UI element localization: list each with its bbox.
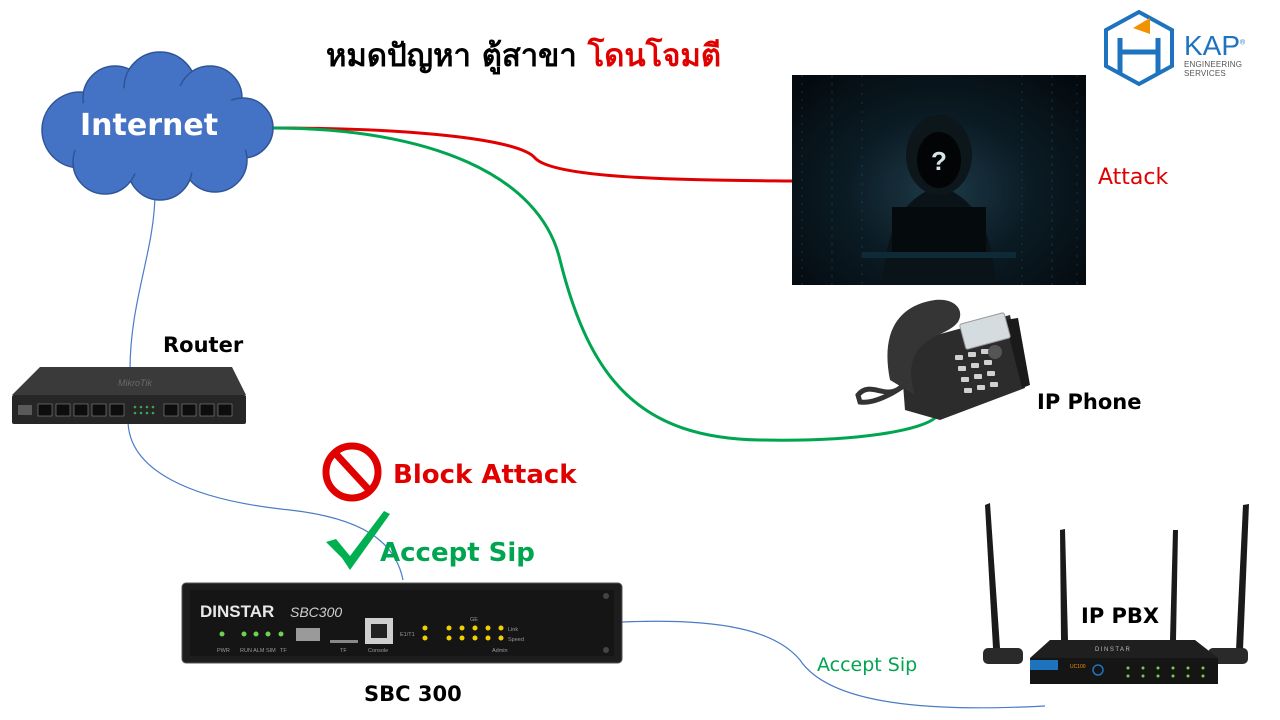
svg-text:Admin: Admin: [492, 648, 508, 654]
svg-text:?: ?: [931, 146, 947, 176]
sbc-label: SBC 300: [364, 682, 462, 706]
internet-cloud: [41, 51, 274, 201]
svg-text:SBC300: SBC300: [290, 604, 342, 620]
kap-logo-text: KAP®: [1184, 30, 1245, 62]
attack-link: [271, 126, 793, 183]
kap-logo-icon: [1104, 9, 1174, 87]
svg-text:RUN ALM SIM: RUN ALM SIM: [240, 648, 276, 654]
kap-logo-name: KAP: [1184, 30, 1241, 61]
hacker-image: ?: [792, 75, 1086, 285]
accept-sip-label: Accept Sip: [380, 538, 535, 568]
svg-text:E1/T1: E1/T1: [400, 632, 415, 638]
ip-pbx-label: IP PBX: [1081, 604, 1160, 628]
router-device: MikroTik: [12, 367, 246, 424]
svg-text:Link: Link: [508, 627, 518, 633]
sbc-device: DINSTAR SBC300 PWR RUN ALM SIM TF TF: [181, 582, 623, 664]
check-icon: [326, 511, 390, 570]
page-title: หมดปัญหา ตู้สาขา โดนโจมตี: [326, 30, 721, 80]
phone-link: [271, 126, 936, 442]
svg-text:Console: Console: [368, 648, 388, 654]
internet-router-link: [129, 191, 156, 371]
title-highlight: โดนโจมตี: [587, 38, 721, 74]
svg-text:DINSTAR: DINSTAR: [200, 602, 274, 621]
internet-label: Internet: [80, 108, 219, 143]
ip-phone-label: IP Phone: [1037, 390, 1142, 414]
block-icon: [322, 442, 382, 502]
title-main: หมดปัญหา ตู้สาขา: [326, 38, 577, 74]
svg-text:PWR: PWR: [217, 648, 230, 654]
svg-text:GE: GE: [470, 617, 478, 623]
svg-text:TF: TF: [280, 648, 287, 654]
svg-text:DINSTAR: DINSTAR: [1095, 647, 1131, 653]
svg-text:UC100: UC100: [1070, 664, 1086, 670]
router-label: Router: [163, 333, 244, 357]
svg-text:TF: TF: [340, 648, 347, 654]
svg-text:Speed: Speed: [508, 637, 524, 643]
ip-phone-device: [855, 299, 1030, 420]
svg-text:MikroTik: MikroTik: [118, 378, 152, 388]
ip-pbx-device: DINSTAR UC100: [983, 503, 1249, 684]
router-sbc-link: [127, 419, 404, 581]
accept-sip-link-label: Accept Sip: [817, 654, 918, 676]
kap-logo-registered: ®: [1240, 39, 1246, 47]
attack-label: Attack: [1098, 165, 1169, 190]
sbc-pbx-link: [621, 620, 1046, 709]
kap-logo-subtitle: ENGINEERING SERVICES: [1184, 60, 1243, 78]
block-attack-label: Block Attack: [393, 460, 577, 490]
